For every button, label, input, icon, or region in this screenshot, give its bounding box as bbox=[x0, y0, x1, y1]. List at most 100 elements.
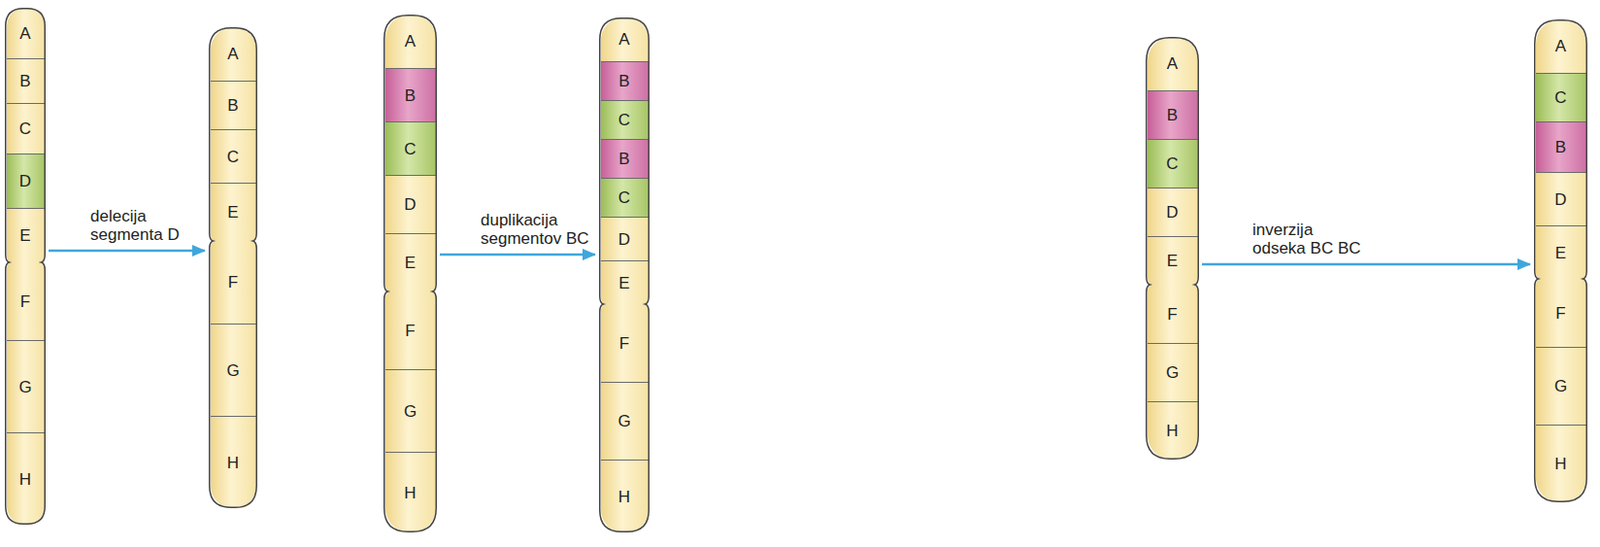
chromosome-outline-path bbox=[384, 15, 437, 533]
chromosome-segment: A bbox=[385, 14, 436, 68]
segment-letter: H bbox=[1554, 455, 1567, 472]
chromosome-segment: B bbox=[6, 58, 45, 103]
segment-letter: D bbox=[1166, 203, 1178, 221]
segment-letter: H bbox=[403, 484, 416, 501]
chromosome-outline-path bbox=[209, 28, 258, 508]
segment-letter: G bbox=[18, 378, 32, 396]
chromosome-segment: H bbox=[385, 451, 436, 533]
chromosome-segment: F bbox=[1535, 278, 1587, 347]
chromosome-outline-path bbox=[1146, 37, 1200, 460]
chromosome-outline-path bbox=[5, 8, 46, 525]
segment-letter: H bbox=[1166, 422, 1178, 439]
chromosome-segment: C bbox=[210, 129, 257, 183]
segment-letter: G bbox=[226, 362, 239, 379]
chromosome-outline-path bbox=[1534, 20, 1588, 502]
segment-letter: D bbox=[403, 196, 416, 213]
chromosome-segment: G bbox=[385, 368, 436, 452]
chromosome-segment: F bbox=[1147, 284, 1199, 343]
arrow-label: duplikacija segmentov BC bbox=[480, 210, 596, 249]
segment-letter: F bbox=[228, 273, 238, 291]
chromosome-segment: G bbox=[6, 339, 45, 433]
chromosome-segment: H bbox=[6, 432, 45, 525]
segment-letter: G bbox=[403, 402, 417, 420]
segment-letter: G bbox=[1166, 364, 1179, 381]
segment-letter: D bbox=[618, 231, 631, 248]
segment-letter: A bbox=[404, 33, 416, 50]
segment-letter: B bbox=[618, 150, 630, 167]
chromosome-segment: H bbox=[1535, 424, 1587, 502]
segment-letter: C bbox=[618, 111, 631, 129]
segment-letter: C bbox=[618, 189, 631, 206]
segment-letter: G bbox=[1554, 377, 1567, 395]
segment-letter: F bbox=[1555, 304, 1566, 322]
chromosome-segment: E bbox=[1147, 235, 1199, 285]
chromosome-segment: H bbox=[600, 459, 649, 533]
segment-letter: D bbox=[1554, 191, 1567, 208]
chromosome: ABCBCDEFGH bbox=[599, 17, 650, 533]
chromosome-segment: G bbox=[1147, 342, 1199, 401]
segment-letter: B bbox=[19, 72, 31, 90]
chromosome-segment: F bbox=[210, 240, 257, 324]
chromosome-segment: E bbox=[1535, 225, 1587, 279]
chromosome-segment: B bbox=[1535, 121, 1587, 172]
segment-letter: H bbox=[227, 454, 239, 471]
chromosome-segment: C bbox=[600, 177, 649, 217]
chromosome-segment: C bbox=[600, 100, 649, 139]
chromosome-outline-path bbox=[600, 18, 650, 533]
chromosome-segment: B bbox=[1147, 90, 1199, 139]
segment-letter: F bbox=[1166, 305, 1177, 323]
chromosome-segment: F bbox=[385, 291, 436, 369]
segment-letter: B bbox=[227, 97, 238, 114]
chromosome-segment: C bbox=[1147, 138, 1199, 188]
segment-letter: C bbox=[1554, 89, 1567, 106]
chromosome-segment: B bbox=[385, 67, 436, 122]
chromosome-segment: E bbox=[210, 182, 257, 241]
chromosome: A C B D E F G H bbox=[1533, 19, 1588, 502]
chromosome-outline bbox=[1145, 36, 1200, 460]
segment-letter: C bbox=[1166, 155, 1178, 172]
segment-letter: G bbox=[617, 412, 631, 430]
segment-letter: E bbox=[1555, 244, 1567, 262]
chromosome-segment: D bbox=[600, 216, 649, 261]
segment-letter: F bbox=[404, 322, 415, 339]
chromosome-segment: C bbox=[6, 102, 45, 154]
segment-letter: E bbox=[1166, 252, 1178, 269]
segment-letter: D bbox=[19, 172, 32, 190]
segment-letter: C bbox=[403, 140, 416, 158]
chromosome-segment: D bbox=[1535, 171, 1587, 226]
chromosome-segment: F bbox=[600, 303, 649, 382]
segment-letter: A bbox=[1555, 37, 1567, 55]
mutation-arrow bbox=[439, 253, 596, 257]
arrow-label: inverzija odseka BC BC bbox=[1252, 220, 1367, 259]
segment-letter: B bbox=[1166, 106, 1178, 124]
chromosome-segment: F bbox=[6, 262, 45, 340]
chromosome-segment: H bbox=[1147, 400, 1199, 460]
chromosome-segment: A bbox=[1535, 19, 1587, 73]
chromosome-segment: A bbox=[600, 17, 649, 62]
mutation-arrow bbox=[1201, 263, 1531, 267]
segment-letter: F bbox=[619, 334, 630, 352]
segment-letter: A bbox=[618, 31, 630, 48]
chromosome-segment: G bbox=[600, 381, 649, 460]
arrow-label: delecija segmenta D bbox=[90, 206, 205, 245]
chromosome-segment: C bbox=[1535, 72, 1587, 122]
chromosome-segment: A bbox=[210, 27, 257, 81]
segment-letter: A bbox=[19, 25, 31, 42]
segment-letter: E bbox=[19, 227, 31, 244]
chromosome-segment: E bbox=[385, 233, 436, 292]
chromosome: A B C D E F G H bbox=[4, 7, 46, 525]
segment-letter: C bbox=[19, 120, 32, 137]
chromosome-segment: B bbox=[210, 80, 257, 130]
chromosome: ABC D E F G H bbox=[383, 14, 437, 533]
mutation-arrow bbox=[48, 249, 205, 253]
chromosome-segment: A bbox=[1147, 36, 1199, 91]
segment-letter: H bbox=[19, 470, 32, 488]
chromosome-segment: D bbox=[385, 174, 436, 234]
chromosome-segment: B bbox=[600, 61, 649, 100]
segment-letter: B bbox=[1555, 138, 1567, 156]
chromosome-segment: G bbox=[1535, 346, 1587, 425]
segment-letter: E bbox=[227, 203, 238, 221]
chromosome: AB C D E F G H bbox=[1145, 36, 1200, 460]
segment-letter: E bbox=[404, 254, 416, 271]
chromosome-segment: E bbox=[600, 260, 649, 304]
